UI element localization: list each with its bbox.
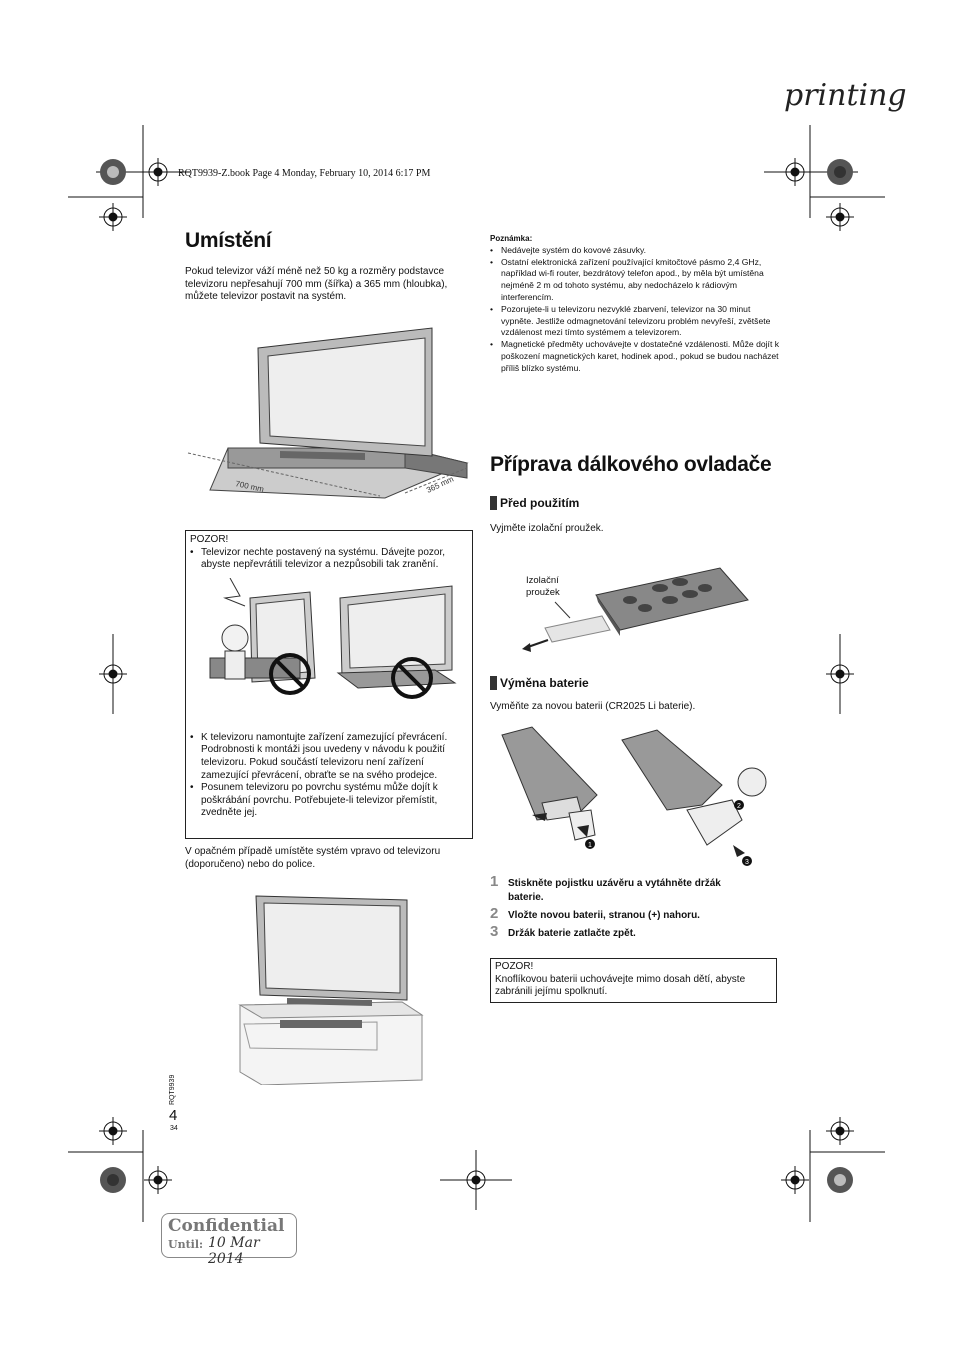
replace-battery-title: Výměna baterie [500, 676, 589, 690]
note-item: Magnetické předměty uchovávejte v dostat… [490, 339, 780, 374]
svg-text:2: 2 [737, 803, 741, 810]
placement-otherwise-text: V opačném případě umístěte systém vpravo… [185, 846, 441, 870]
caution-title: POZOR! [190, 534, 229, 545]
tv-on-system-illustration: 700 mm 365 mm [187, 327, 469, 499]
side-model-code: RQT9939 [169, 1074, 176, 1105]
steps-list: 1 Stiskněte pojistku uzávěru a vytáhněte… [490, 873, 775, 941]
step-marker-3 [742, 856, 752, 866]
battery-caution-text: Knoflíkovou baterii uchovávejte mimo dos… [495, 973, 746, 998]
book-info-line: RQT9939-Z.book Page 4 Monday, February 1… [178, 168, 431, 179]
remote-strip-illustration [522, 567, 749, 652]
battery-caution-title: POZOR! [495, 961, 534, 972]
note-item: Ostatní elektronická zařízení používajíc… [490, 257, 780, 304]
remote-title: Příprava dálkového ovladače [490, 453, 772, 476]
confidential-label: Confidential [168, 1216, 285, 1236]
replace-battery-text: Vyměňte za novou baterii (CR2025 Li bate… [490, 701, 696, 712]
step-marker-2 [734, 800, 744, 810]
until-label: Until: [168, 1238, 204, 1251]
before-use-text: Vyjměte izolační proužek. [490, 523, 604, 534]
before-use-heading: Před použitím [490, 496, 579, 510]
svg-text:3: 3 [745, 859, 749, 866]
replace-battery-heading: Výměna baterie [490, 676, 589, 690]
step-item: 2 Vložte novou baterii, stranou (+) naho… [490, 905, 700, 922]
step-item: 1 Stiskněte pojistku uzávěru a vytáhněte… [490, 873, 721, 903]
until-date: 10 Mar 2014 [208, 1235, 260, 1267]
tip-over-warning-illustration [209, 577, 457, 699]
caution-item: K televizoru namontujte zařízení zamezuj… [190, 732, 468, 782]
page-number: 4 [169, 1107, 178, 1124]
caution-item: Posunem televizoru po povrchu systému mů… [190, 782, 468, 820]
step-marker-1 [585, 839, 595, 849]
placement-intro: Pokud televizor váží méně než 50 kg a ro… [185, 266, 448, 303]
placement-caution-box: POZOR! Televizor nechte postavený na sys… [185, 530, 473, 839]
confidential-stamp: Confidential Until: 10 Mar 2014 [161, 1213, 297, 1267]
tv-on-shelf-illustration [238, 895, 424, 1085]
placement-title: Umístění [185, 229, 272, 252]
printing-watermark: printing [784, 78, 907, 113]
note-item: Nedávejte systém do kovové zásuvky. [490, 245, 780, 257]
battery-caution-box: POZOR! Knoflíkovou baterii uchovávejte m… [490, 958, 777, 1003]
note-item: Pozorujete-li u televizoru nezvyklé zbar… [490, 304, 780, 339]
caution-item: Televizor nechte postavený na systému. D… [190, 547, 468, 572]
battery-replacement-illustration: 1 2 3 [501, 726, 767, 866]
note-title: Poznámka: [490, 234, 533, 243]
before-use-title: Před použitím [500, 496, 580, 510]
step-item: 3 Držák baterie zatlačte zpět. [490, 923, 636, 940]
note-block: Poznámka: Nedávejte systém do kovové zás… [490, 233, 780, 375]
svg-text:1: 1 [588, 842, 592, 849]
strip-label: Izolační proužek [526, 575, 560, 598]
page-subnumber: 34 [170, 1125, 178, 1132]
